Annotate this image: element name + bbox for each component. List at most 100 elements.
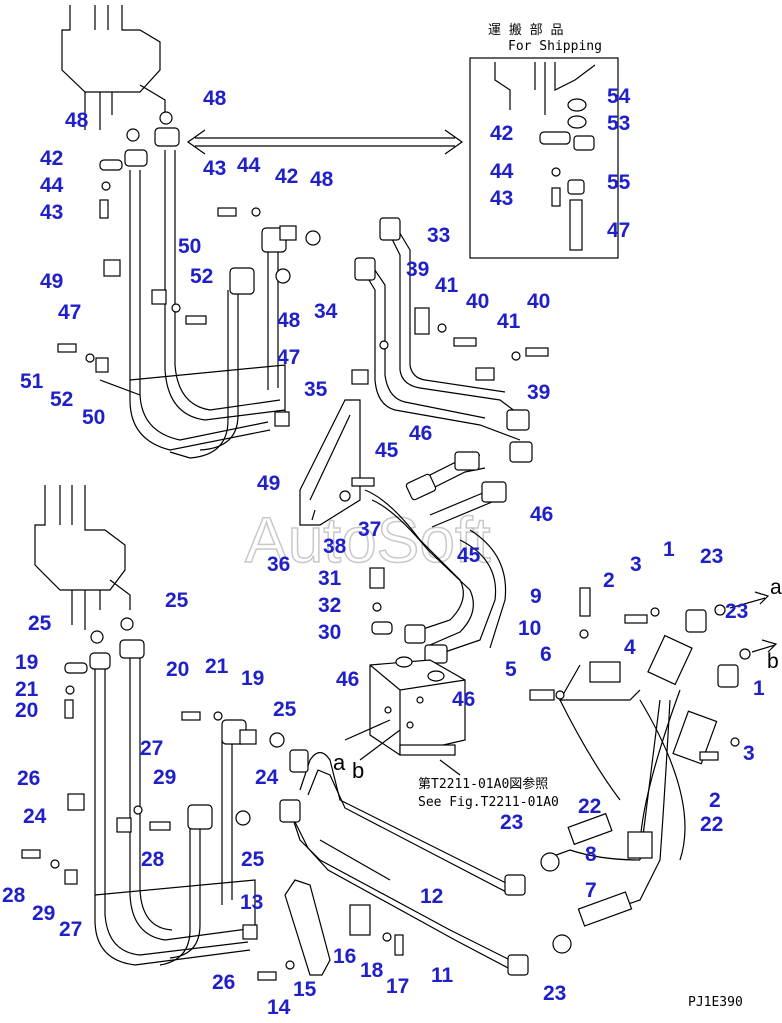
callout-32: 32 xyxy=(318,594,341,617)
callout-50: 50 xyxy=(178,235,201,258)
callout-19: 19 xyxy=(241,667,264,690)
port-b2-label: b xyxy=(767,650,779,673)
callout-42: 42 xyxy=(40,147,63,170)
callout-48: 48 xyxy=(65,109,89,132)
upper-small-parts xyxy=(57,159,297,427)
callout-45: 45 xyxy=(457,544,481,567)
callout-43: 43 xyxy=(490,187,513,210)
callout-46: 46 xyxy=(530,503,553,526)
callout-37: 37 xyxy=(358,518,381,541)
callout-46: 46 xyxy=(336,668,359,691)
callout-19: 19 xyxy=(15,651,38,674)
callout-2: 2 xyxy=(709,789,721,812)
inset-frame xyxy=(469,57,619,259)
callout-42: 42 xyxy=(490,122,513,145)
bracket-36 xyxy=(299,399,361,526)
upper-right-hoses xyxy=(351,217,549,463)
callout-1: 1 xyxy=(663,538,675,561)
callout-29: 29 xyxy=(153,766,176,789)
callout-35: 35 xyxy=(304,378,328,401)
callout-47: 47 xyxy=(58,301,81,324)
callout-38: 38 xyxy=(323,535,347,558)
callout-28: 28 xyxy=(141,848,165,871)
callout-52: 52 xyxy=(50,388,73,411)
figure-code: PJ1E390 xyxy=(688,995,743,1010)
callout-39: 39 xyxy=(406,258,429,281)
upper-valve-block xyxy=(61,5,166,130)
callout-24: 24 xyxy=(23,805,47,828)
shipping-label-jp: 運 搬 部 品 xyxy=(488,23,563,38)
lower-small-parts xyxy=(21,662,258,940)
callout-24: 24 xyxy=(255,766,279,789)
callout-23: 23 xyxy=(700,545,723,568)
callout-15: 15 xyxy=(293,978,317,1001)
port-a-label: a xyxy=(333,750,346,775)
callout-27: 27 xyxy=(59,918,82,941)
callout-9: 9 xyxy=(530,585,542,608)
callout-54: 54 xyxy=(607,85,631,108)
callout-14: 14 xyxy=(267,996,291,1019)
shipping-arrow xyxy=(186,129,464,155)
shipping-inset: 運 搬 部 品 For Shipping xyxy=(469,23,619,259)
lower-hoses xyxy=(89,617,285,966)
callout-12: 12 xyxy=(420,885,443,908)
callout-21: 21 xyxy=(205,655,229,678)
callout-25: 25 xyxy=(273,698,297,721)
callout-17: 17 xyxy=(386,975,409,998)
callout-39: 39 xyxy=(527,381,550,404)
callout-20: 20 xyxy=(15,699,38,722)
callout-48: 48 xyxy=(203,87,227,110)
callout-27: 27 xyxy=(140,737,163,760)
callout-36: 36 xyxy=(267,553,290,576)
pilot-lines-22: a b xyxy=(529,576,782,954)
callout-5: 5 xyxy=(505,658,517,681)
callout-23: 23 xyxy=(725,600,748,623)
callout-44: 44 xyxy=(40,174,64,197)
lower-valve-block xyxy=(34,485,131,630)
port-b-label: b xyxy=(352,758,364,783)
control-valve: a b 第T2211-01A0図参照 See Fig.T2211-01A0 xyxy=(333,656,559,810)
callout-46: 46 xyxy=(409,422,432,445)
lower-bracket-13 xyxy=(257,879,404,981)
callout-52: 52 xyxy=(190,265,213,288)
callout-45: 45 xyxy=(375,439,399,462)
callout-50: 50 xyxy=(82,406,105,429)
callout-43: 43 xyxy=(40,201,63,224)
callout-6: 6 xyxy=(540,643,552,666)
upper-hoses xyxy=(99,150,286,459)
callout-47: 47 xyxy=(277,346,300,369)
callout-42: 42 xyxy=(275,165,298,188)
callout-16: 16 xyxy=(333,945,356,968)
callout-22: 22 xyxy=(578,795,601,818)
callout-28: 28 xyxy=(2,884,26,907)
callout-49: 49 xyxy=(40,270,63,293)
callout-10: 10 xyxy=(518,617,541,640)
callout-23: 23 xyxy=(500,811,523,834)
callout-34: 34 xyxy=(314,300,338,323)
callout-26: 26 xyxy=(212,971,235,994)
callout-26: 26 xyxy=(17,767,40,790)
middle-hoses-45 xyxy=(339,451,507,664)
watermark: AutoSoft xyxy=(245,504,491,576)
callout-44: 44 xyxy=(237,154,261,177)
callout-55: 55 xyxy=(607,171,631,194)
callout-18: 18 xyxy=(360,959,384,982)
callout-25: 25 xyxy=(28,612,52,635)
see-fig-jp: 第T2211-01A0図参照 xyxy=(418,776,548,792)
callout-1: 1 xyxy=(753,677,765,700)
callout-41: 41 xyxy=(435,274,459,297)
callout-30: 30 xyxy=(318,621,341,644)
see-fig-en: See Fig.T2211-01A0 xyxy=(418,795,559,810)
shipping-label-en: For Shipping xyxy=(508,39,602,54)
upper-flanges xyxy=(124,111,321,295)
callout-33: 33 xyxy=(427,224,450,247)
callout-2: 2 xyxy=(603,569,615,592)
callout-46: 46 xyxy=(452,688,475,711)
callout-25: 25 xyxy=(165,589,189,612)
callout-29: 29 xyxy=(32,902,55,925)
port-a2-label: a xyxy=(770,576,782,599)
callout-13: 13 xyxy=(240,891,263,914)
